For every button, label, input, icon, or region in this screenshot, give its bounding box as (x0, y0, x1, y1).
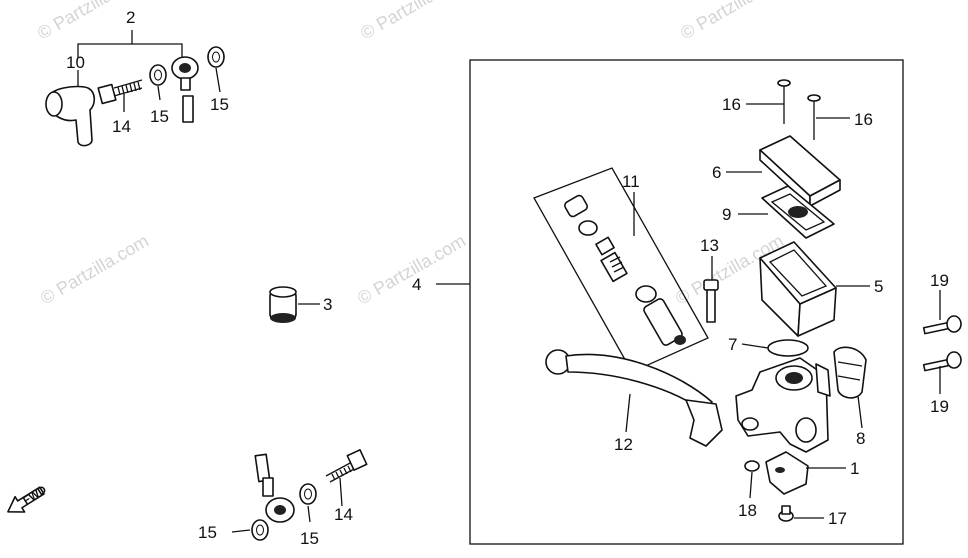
callout-15-top-left: 15 (150, 107, 169, 126)
callout-2: 2 (126, 8, 135, 27)
callout-5: 5 (874, 277, 883, 296)
callout-18: 18 (738, 501, 757, 520)
fwd-label: FWD (21, 484, 49, 507)
callout-6: 6 (712, 163, 721, 182)
part-1-brake-switch (765, 451, 809, 495)
part-7-o-ring (767, 339, 809, 357)
callout-1: 1 (850, 459, 859, 478)
callout-15-top-right: 15 (210, 95, 229, 114)
callout-19-upper: 19 (930, 271, 949, 290)
watermark: © Partzilla.com (677, 0, 792, 43)
brake-hose (182, 88, 271, 483)
callout-16-left: 16 (722, 95, 741, 114)
callout-17: 17 (828, 509, 847, 528)
callout-labels: 2 10 14 15 15 3 15 15 14 4 11 12 13 16 1… (66, 8, 949, 548)
part-13-pivot-bolt (703, 279, 719, 323)
callout-11: 11 (622, 172, 640, 191)
part-4-master-cylinder-body (735, 357, 831, 453)
callout-12: 12 (614, 435, 633, 454)
part-19-bolt-upper (922, 315, 962, 335)
part-14-bolt-top (97, 79, 143, 105)
part-14-bolt-bottom (325, 448, 368, 483)
part-12-brake-lever (545, 349, 723, 447)
callout-15-bottom-mid: 15 (300, 529, 319, 548)
callout-8: 8 (856, 429, 865, 448)
part-11-piston-kit (533, 167, 709, 373)
callout-13: 13 (700, 236, 719, 255)
part-16-screw-right (807, 94, 821, 140)
part-9-diaphragm (761, 185, 835, 239)
watermark: © Partzilla.com (354, 230, 469, 308)
callout-4: 4 (412, 275, 421, 294)
callout-14-top: 14 (112, 117, 131, 136)
leader-lines (77, 30, 941, 533)
part-18-washer (744, 460, 760, 472)
part-6-reservoir-cap (759, 135, 841, 207)
upper-banjo-fitting (171, 56, 199, 91)
part-19-bolt-lower (922, 351, 962, 372)
part-8-boot (833, 346, 867, 399)
callout-15-bottom-left: 15 (198, 523, 217, 542)
forward-direction-arrow: FWD (7, 484, 49, 513)
part-16-screw-left (777, 79, 791, 124)
callout-7: 7 (728, 335, 737, 354)
part-10-boot (45, 85, 96, 147)
callout-9: 9 (722, 205, 731, 224)
callout-10: 10 (66, 53, 85, 72)
callout-14-bottom: 14 (334, 505, 353, 524)
callout-16-right: 16 (854, 110, 873, 129)
watermark: © Partzilla.com (37, 230, 152, 308)
watermarks: © Partzilla.com © Partzilla.com © Partzi… (34, 0, 792, 308)
callout-19-lower: 19 (930, 397, 949, 416)
callout-3: 3 (323, 295, 332, 314)
assembly-frame (469, 59, 904, 545)
part-3-grommet (269, 286, 297, 323)
part-5-reservoir (759, 241, 837, 337)
lower-banjo-fitting (262, 477, 295, 523)
part-17-screw (778, 505, 794, 522)
watermark: © Partzilla.com (357, 0, 472, 43)
